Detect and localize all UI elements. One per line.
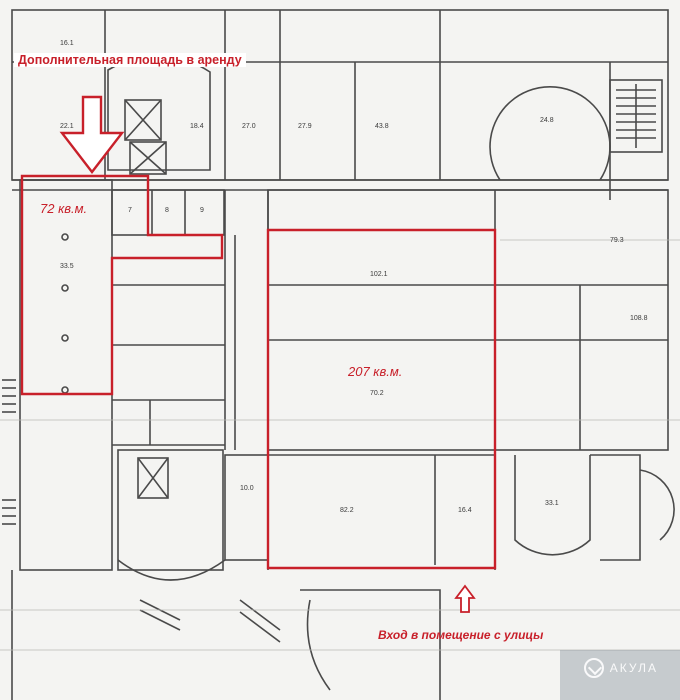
watermark: АКУЛА [583, 658, 658, 678]
shark-logo-icon [583, 658, 604, 678]
stair-treads [616, 84, 656, 148]
room-label: 108.8 [630, 315, 648, 322]
shaft-cross [129, 141, 167, 175]
room-label: 82.2 [340, 507, 354, 514]
room-label: 27.9 [298, 123, 312, 130]
bay-curve [639, 469, 675, 541]
room-label: 9 [200, 207, 204, 214]
south-terrace [300, 589, 441, 700]
room-label: 43.8 [375, 123, 389, 130]
room-label: 8 [165, 207, 169, 214]
room-label: 18.4 [190, 123, 204, 130]
watermark-backdrop [560, 650, 680, 700]
small-rental-area-outline [20, 174, 224, 396]
arrow-up-icon [454, 584, 476, 613]
room-label: 33.1 [545, 500, 559, 507]
room-label: 27.0 [242, 123, 256, 130]
area-small-label: 72 кв.м. [40, 201, 88, 216]
large-rental-area-outline [266, 228, 497, 570]
room-label: 33.5 [60, 263, 74, 270]
street-entrance-label: Вход в помещение с улицы [378, 628, 544, 642]
south-east-room [590, 454, 641, 561]
shaft-cross [137, 457, 169, 499]
stair-curve-south [117, 559, 226, 581]
room-label: 102.1 [370, 271, 388, 278]
room-label: 16.1 [60, 40, 74, 47]
room-label: 10.0 [240, 485, 254, 492]
area-large-label: 207 кв.м. [348, 364, 403, 379]
room-label: 79.3 [610, 237, 624, 244]
room-label: 22.1 [60, 123, 74, 130]
watermark-text: АКУЛА [609, 661, 658, 675]
room-label: 7 [128, 207, 132, 214]
elevator-shaft [124, 99, 162, 141]
shaft-cross [124, 99, 162, 141]
west-entrance-steps [2, 379, 16, 525]
arrow-down-icon [59, 95, 125, 174]
north-stair [609, 79, 663, 153]
room-labels: 16.1 22.1 18.4 27.0 27.9 43.8 24.8 7 8 9… [60, 40, 648, 514]
rental-highlights [20, 174, 497, 570]
elevator-shaft [129, 141, 167, 175]
rental-area-title: Дополнительная площадь в аренду [14, 53, 246, 67]
elevator-shaft-south [137, 457, 169, 499]
background-scan-lines [0, 239, 680, 651]
room-label: 16.4 [458, 507, 472, 514]
south-west-block [117, 449, 224, 571]
room-label: 24.8 [540, 117, 554, 124]
room-label: 70.2 [370, 390, 384, 397]
round-room-south [514, 455, 591, 556]
